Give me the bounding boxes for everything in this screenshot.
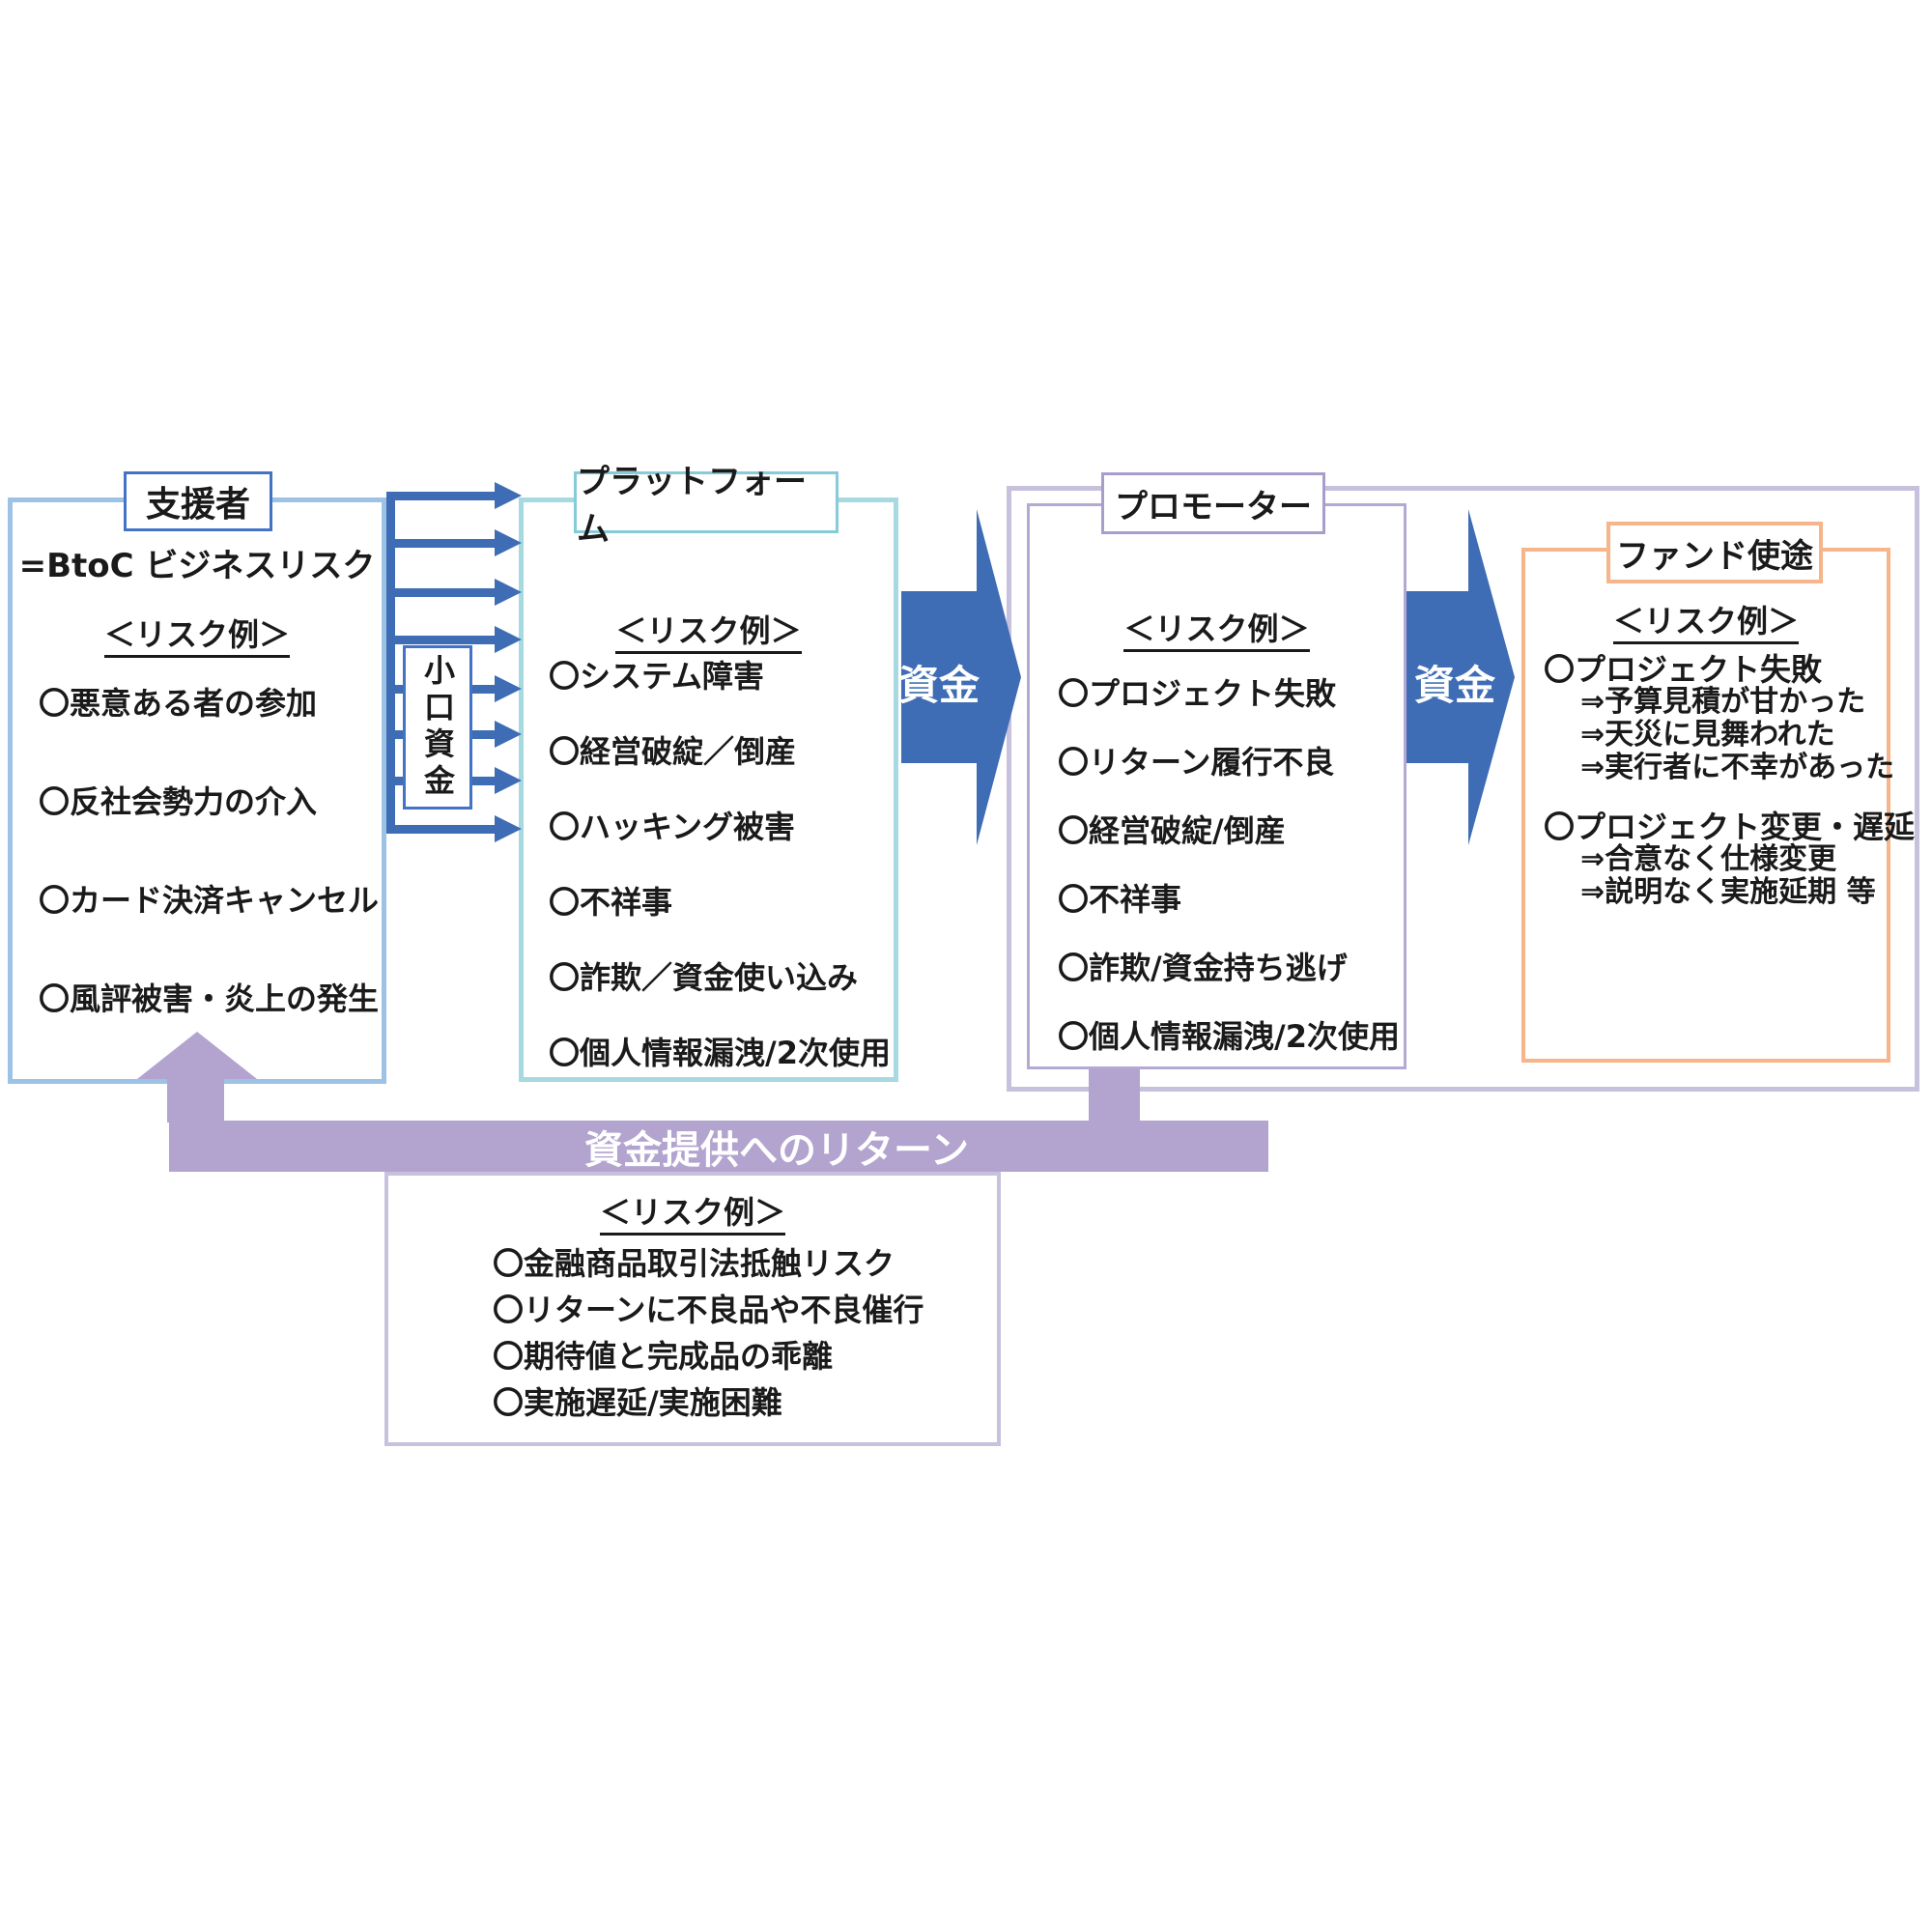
risk-item: 〇カード決済キャンセル (39, 882, 380, 919)
funds-arrow-1-label: 資金 (897, 662, 980, 709)
risk-item: 〇個人情報漏洩/2次使用 (549, 1035, 891, 1071)
risk-item: 〇ハッキング被害 (549, 809, 796, 845)
risk-item: 〇不祥事 (549, 884, 673, 921)
fund-flow-arrow (389, 579, 522, 606)
return-risk-box (384, 1172, 1001, 1446)
risk-item: ⇒予算見積が甘かった (1580, 685, 1866, 719)
supporter-box (8, 497, 386, 1084)
supporter-risk-header: ＜リスク例＞ (8, 611, 386, 658)
risk-item: ⇒実行者に不幸があった (1580, 751, 1895, 784)
promoter-title-box: プロモーター (1101, 472, 1325, 534)
risk-item: 〇詐欺/資金持ち逃げ (1058, 950, 1348, 986)
risk-item: ⇒合意なく仕様変更 (1580, 842, 1837, 876)
return-banner: 資金提供へのリターン (169, 1121, 1268, 1173)
fund-usage-risk-header: ＜リスク例＞ (1521, 597, 1890, 644)
risk-item: 〇経営破綻/倒産 (1058, 812, 1286, 849)
promoter-risk-header: ＜リスク例＞ (1027, 605, 1406, 652)
return-risk-header: ＜リスク例＞ (384, 1188, 1001, 1236)
fund-flow-arrow (389, 815, 522, 842)
supporter-title-box: 支援者 (124, 471, 272, 531)
promoter-box (1027, 503, 1406, 1069)
small-funds-label: 小口資金 (419, 654, 456, 801)
risk-item: 〇プロジェクト失敗 (1058, 675, 1337, 712)
risk-item: 〇金融商品取引法抵触リスク (493, 1245, 895, 1282)
platform-title: プラットフォーム (577, 463, 807, 549)
funds-arrow-2-shaft (1406, 591, 1468, 763)
platform-title-box: プラットフォーム (574, 463, 838, 549)
fund-flow-arrow (389, 529, 522, 556)
fund-flow-arrow (389, 626, 522, 653)
risk-item: 〇詐欺／資金使い込み (549, 959, 859, 996)
fund-flow-arrow (389, 482, 522, 509)
risk-item: 〇リターンに不良品や不良催行 (493, 1292, 924, 1328)
return-arrow-down-shaft (1089, 1069, 1140, 1122)
risk-item: 〇期待値と完成品の乖離 (493, 1338, 834, 1375)
fund-usage-title: ファンド使途 (1616, 536, 1813, 576)
funds-arrow-2-head (1468, 509, 1515, 845)
arrow-connector-line (386, 492, 395, 834)
risk-item: 〇不祥事 (1058, 881, 1182, 918)
funds-arrow-2-label: 資金 (1413, 662, 1495, 709)
promoter-title: プロモーター (1115, 487, 1312, 526)
platform-box (519, 497, 898, 1082)
risk-item: ⇒天災に見舞われた (1580, 718, 1835, 752)
risk-item: 〇悪意ある者の参加 (39, 685, 318, 722)
fund-usage-risk-list: 〇プロジェクト失敗⇒予算見積が甘かった⇒天災に見舞われた⇒実行者に不幸があった〇… (1544, 653, 1915, 909)
return-arrow-up-head (137, 1032, 257, 1079)
risk-item: 〇反社会勢力の介入 (39, 783, 318, 820)
funds-arrow-1-head (977, 509, 1021, 845)
promoter-risk-list: 〇プロジェクト失敗〇リターン履行不良〇経営破綻/倒産〇不祥事〇詐欺/資金持ち逃げ… (1058, 674, 1400, 1056)
risk-item: 〇実施遅延/実施困難 (493, 1384, 782, 1421)
fund-usage-box (1521, 548, 1890, 1063)
return-banner-label: 資金提供へのリターン (584, 1127, 969, 1173)
risk-item: 〇システム障害 (549, 658, 765, 695)
risk-item: 〇経営破綻／倒産 (549, 733, 797, 770)
platform-risk-list: 〇システム障害〇経営破綻／倒産〇ハッキング被害〇不祥事〇詐欺／資金使い込み〇個人… (549, 657, 891, 1072)
return-risk-list: 〇金融商品取引法抵触リスク〇リターンに不良品や不良催行〇期待値と完成品の乖離〇実… (493, 1244, 923, 1422)
return-arrow-up-shaft (167, 1077, 224, 1122)
supporter-subtitle: =BtoC ビジネスリスク (18, 547, 376, 585)
funds-arrow-1-shaft (901, 591, 977, 763)
risk-item: 〇プロジェクト変更・遅延 (1544, 809, 1916, 845)
small-funds-label-box: 小口資金 (403, 645, 472, 810)
risk-item: 〇風評被害・炎上の発生 (39, 980, 380, 1017)
fund-usage-title-box: ファンド使途 (1606, 522, 1823, 583)
risk-item: 〇プロジェクト失敗 (1544, 651, 1823, 688)
platform-risk-header: ＜リスク例＞ (519, 607, 898, 654)
risk-item: 〇個人情報漏洩/2次使用 (1058, 1018, 1400, 1055)
risk-item: 〇リターン履行不良 (1058, 744, 1335, 781)
risk-item: ⇒説明なく実施延期 等 (1580, 875, 1876, 909)
supporter-title: 支援者 (145, 485, 250, 525)
supporter-risk-list: 〇悪意ある者の参加〇反社会勢力の介入〇カード決済キャンセル〇風評被害・炎上の発生 (39, 684, 379, 1018)
